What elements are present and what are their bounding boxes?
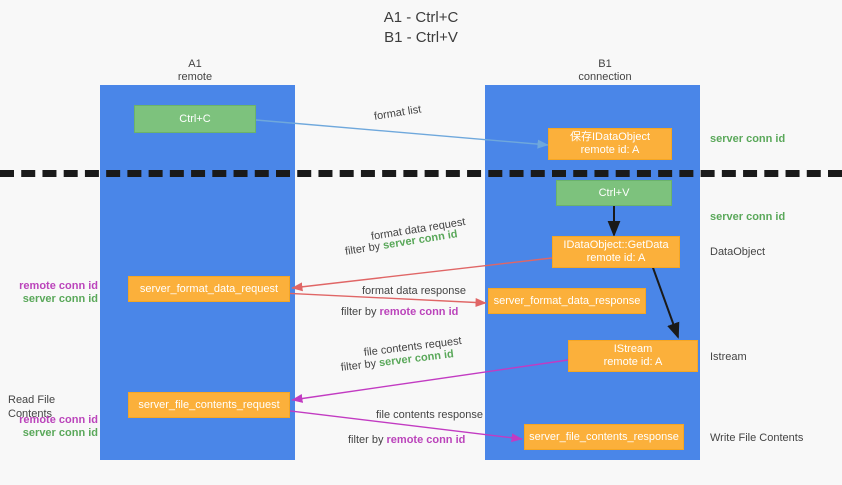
- diagram-title: A1 - Ctrl+C B1 - Ctrl+V: [383, 9, 459, 46]
- right-label-dataobject: DataObject: [710, 246, 766, 258]
- node-ctrl-c[interactable]: Ctrl+C: [134, 105, 256, 133]
- node-save-idataobject[interactable]: 保存IDataObject remote id: A: [548, 128, 672, 160]
- left-label-server-conn-id-lower: server conn id: [22, 427, 98, 439]
- edge-label-format-data-response: format data response: [362, 285, 466, 297]
- edge-label-file-contents-response: file contents response: [376, 409, 484, 421]
- filter-prefix: filter by: [348, 434, 387, 446]
- right-label-server-conn-id-mid: server conn id: [710, 211, 786, 223]
- left-label-server-conn-id-upper: server conn id: [22, 293, 98, 305]
- left-label-read-file-contents: Read File Contents: [8, 394, 56, 420]
- left-label-remote-conn-id-upper: remote conn id: [19, 280, 98, 292]
- filter-prefix: filter by: [340, 357, 380, 374]
- node-ctrl-v[interactable]: Ctrl+V: [556, 180, 672, 206]
- right-label-server-conn-id-top: server conn id: [710, 133, 786, 145]
- column-header-b1: B1 connection: [578, 58, 632, 83]
- column-header-a1: A1 remote: [177, 58, 213, 83]
- node-istream[interactable]: IStream remote id: A: [568, 340, 698, 372]
- right-label-istream: Istream: [710, 351, 747, 363]
- filter-prefix: filter by: [341, 306, 380, 318]
- filter-prefix: filter by: [344, 239, 385, 258]
- node-server-format-data-request[interactable]: server_format_data_request: [128, 276, 290, 302]
- filter-value-remote-conn-id: remote conn id: [379, 306, 459, 318]
- edge-label-file-contents-response-filter: filter by remote conn id: [348, 433, 465, 448]
- node-server-format-data-response[interactable]: server_format_data_response: [488, 288, 646, 314]
- right-label-write-file-contents: Write File Contents: [710, 432, 804, 444]
- filter-value-remote-conn-id: remote conn id: [386, 434, 466, 446]
- node-idataobject-getdata[interactable]: IDataObject::GetData remote id: A: [552, 236, 680, 268]
- edge-label-format-data-response-filter: filter by remote conn id: [341, 305, 458, 320]
- left-label-remote-conn-id-lower: remote conn id: [19, 414, 98, 426]
- node-server-file-contents-request[interactable]: server_file_contents_request: [128, 392, 290, 418]
- node-server-file-contents-response[interactable]: server_file_contents_response: [524, 424, 684, 450]
- edge-label-format-list: format list: [373, 103, 423, 123]
- phase-separator-dashed-line: [0, 170, 842, 177]
